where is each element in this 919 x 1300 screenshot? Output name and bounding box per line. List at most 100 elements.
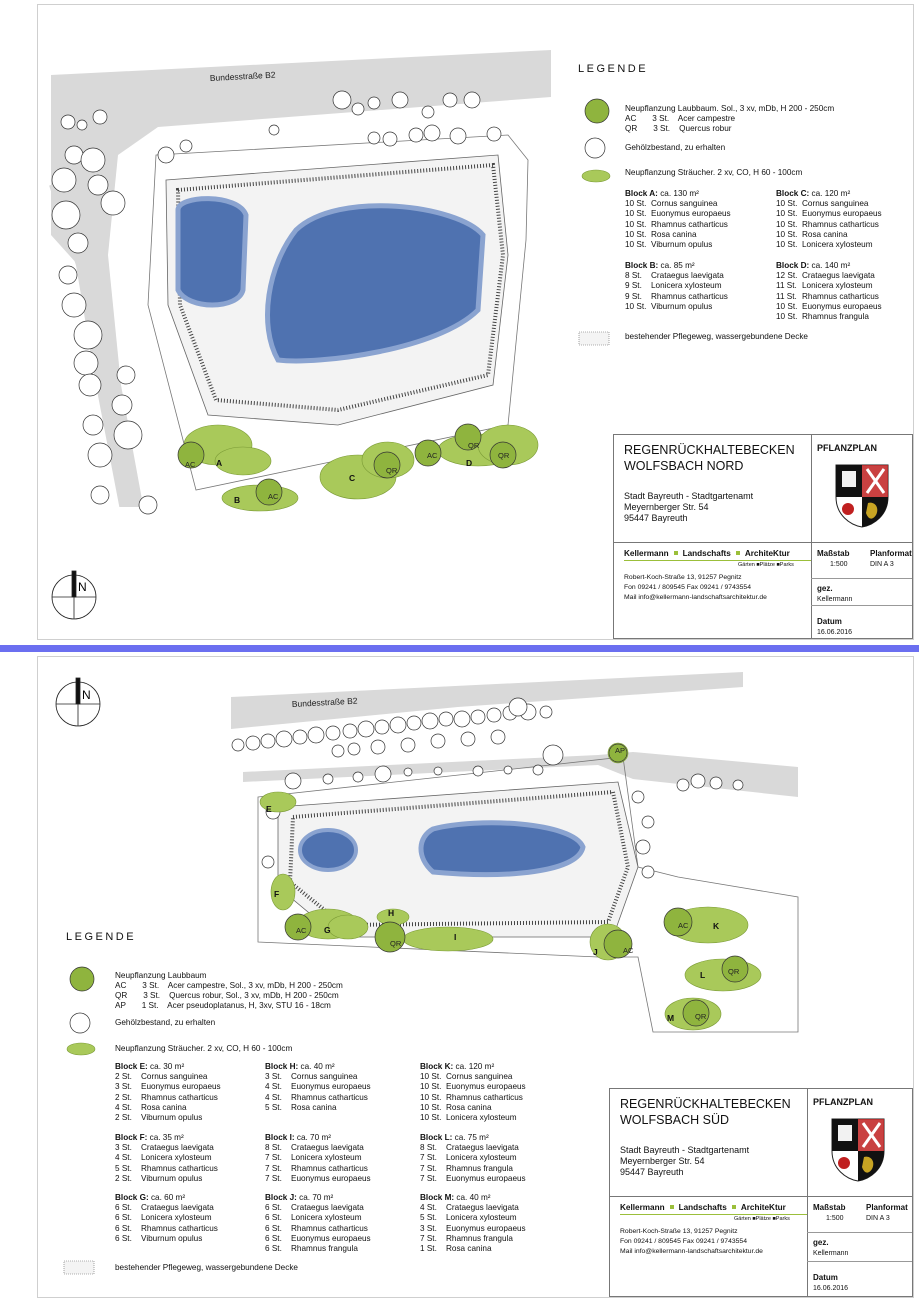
label-qr-2: QR [468,441,480,450]
format-label-south: Planformat [866,1203,908,1212]
project-title-south-line2: WOLFSBACH SÜD [620,1113,730,1127]
legend-tree-new-north-2: AC 3 St. Acer campestre [625,114,736,123]
label-block-f: F [274,889,279,899]
drawn-label-south: gez. [813,1238,829,1247]
block-g: Block G: ca. 60 m² 6 St.Crataegus laevig… [115,1193,218,1243]
label-block-b: B [234,495,240,505]
legend-path-symbol-south [63,1260,95,1275]
label-block-l: L [700,970,705,980]
project-title-line2: WOLFSBACH NORD [624,459,744,473]
legend-tree-new-south-4: AP 1 St. Acer pseudoplatanus, H, 3xv, ST… [115,1001,331,1010]
label-block-a: A [216,458,222,468]
north-arrow-south [55,677,101,727]
basin-south-west [298,828,358,872]
legend-title-south: LEGENDE [66,931,137,943]
label-block-m: M [667,1013,674,1023]
maintenance-path [175,162,506,413]
title-block-south: REGENRÜCKHALTEBECKEN WOLFSBACH SÜD Stadt… [609,1088,913,1297]
block-a: Block A: ca. 130 m² 10 St.Cornus sanguin… [625,189,731,250]
legend-shrub-symbol [581,169,611,183]
basin-south-east [418,820,586,878]
label-ac-1: AC [185,460,196,469]
road-b2-south [231,672,743,729]
label-block-c: C [349,473,355,483]
label-block-g: G [324,925,331,935]
legend-tree-existing-symbol-south [69,1012,91,1034]
client-south-line3: 95447 Bayreuth [620,1167,684,1177]
north-arrow-label: N [78,580,87,594]
label-ac-3: AC [427,451,438,460]
legend-tree-new-south-3: QR 3 St. Quercus robur, Sol., 3 xv, mDb,… [115,991,339,1000]
existing-trees-north [51,90,502,515]
label-qr-s2: QR [728,967,740,976]
label-ac-s2: AC [623,946,634,955]
block-c: Block C: ca. 120 m² 10 St.Cornus sanguin… [776,189,882,250]
site-boundary-south [257,756,799,1033]
legend-tree-new-south-2: AC 3 St. Acer campestre, Sol., 3 xv, mDb… [115,981,343,990]
block-j: Block J: ca. 70 m² 6 St.Crataegus laevig… [265,1193,371,1254]
legend-tree-existing-south: Gehölzbestand, zu erhalten [115,1018,216,1027]
firm-phone: Fon 09241 / 809545 Fax 09241 / 9743554 [624,584,751,591]
firm-address: Robert-Koch-Straße 13, 91257 Pegnitz [624,574,742,581]
project-title-line1: REGENRÜCKHALTEBECKEN [624,443,795,457]
block-e: Block E: ca. 30 m² 2 St.Cornus sanguinea… [115,1062,221,1123]
label-block-i: I [454,932,456,942]
firm-mail: Mail info@kellermann-landschaftsarchitek… [624,594,767,601]
client-line3: 95447 Bayreuth [624,513,688,523]
legend-path-symbol [578,331,610,346]
drawn-label: gez. [817,584,833,593]
firm-tagline: Gärten ■Plätze ■Parks [738,562,794,568]
client-south-line2: Meyernberger Str. 54 [620,1156,705,1166]
scale-value: 1:500 [830,561,848,568]
drawn-value-south: Kellermann [813,1250,849,1257]
legend-path-north: bestehender Pflegeweg, wassergebundene D… [625,332,808,341]
site-boundary [147,134,529,491]
client-south-line1: Stadt Bayreuth - Stadtgartenamt [620,1145,750,1155]
date-value-south: 16.06.2016 [813,1285,849,1292]
label-ac-s3: AC [678,921,689,930]
date-label-south: Datum [813,1273,838,1282]
legend-title-north: LEGENDE [578,63,649,75]
legend-tree-new-symbol [584,98,610,124]
scale-label: Maßstab [817,549,850,558]
label-ap-s: AP [615,746,625,755]
label-ac-s1: AC [296,926,307,935]
client-line1: Stadt Bayreuth - Stadtgartenamt [624,491,754,501]
legend-tree-existing-north: Gehölzbestand, zu erhalten [625,143,726,152]
format-label: Planformat [870,549,912,558]
block-f: Block F: ca. 35 m² 3 St.Crataegus laevig… [115,1133,218,1183]
road-b2 [51,50,551,505]
date-label: Datum [817,617,842,626]
firm-tagline-south: Gärten ■Plätze ■Parks [734,1216,790,1222]
block-d: Block D: ca. 140 m² 12 St.Crataegus laev… [776,261,882,322]
format-value-south: DIN A 3 [866,1215,890,1222]
new-trees-south [284,743,749,1027]
label-block-h: H [388,908,394,918]
legend-shrubs-south: Neupflanzung Sträucher. 2 xv, CO, H 60 -… [115,1044,293,1053]
legend-shrub-symbol-south [66,1042,96,1056]
client-line2: Meyernberger Str. 54 [624,502,709,512]
block-h: Block H: ca. 40 m² 3 St.Cornus sanguinea… [265,1062,371,1112]
road-label: Bundesstraße B2 [210,70,276,83]
sheet-south: Bundesstraße B2 [37,656,914,1298]
legend-tree-new-north-1: Neupflanzung Laubbaum. Sol., 3 xv, mDb, … [625,104,835,113]
legend-tree-new-symbol-south [69,966,95,992]
label-qr-s3: QR [695,1012,707,1021]
legend-tree-new-south-1: Neupflanzung Laubbaum [115,971,207,980]
road-label-south: Bundesstraße B2 [292,696,358,709]
label-block-j: J [593,947,598,957]
sheet-north: Bundesstraße B2 [37,4,914,640]
format-value: DIN A 3 [870,561,894,568]
north-arrow [51,570,97,620]
date-value: 16.06.2016 [817,629,853,636]
drawn-value: Kellermann [817,596,853,603]
new-trees-north [177,423,517,506]
legend-tree-existing-symbol [584,137,606,159]
site-plan-south: Bundesstraße B2 [55,672,799,1275]
firm-phone-south: Fon 09241 / 809545 Fax 09241 / 9743554 [620,1238,747,1245]
label-block-e: E [266,804,272,814]
bayreuth-coat-of-arms [835,464,889,528]
block-i: Block I: ca. 70 m² 8 St.Crataegus laevig… [265,1133,371,1183]
